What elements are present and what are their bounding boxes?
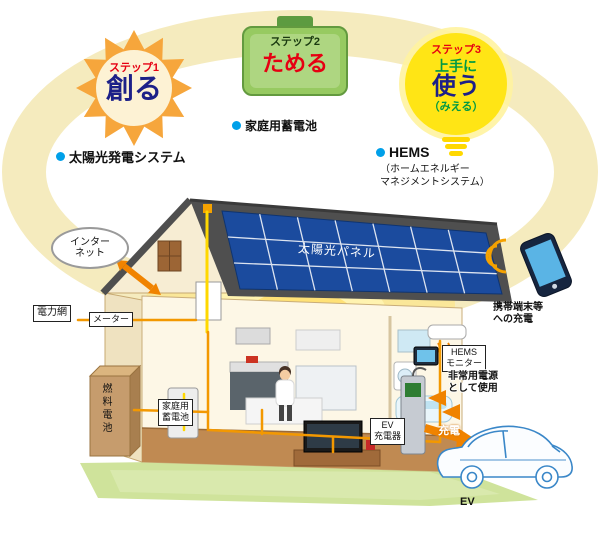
step1-starburst-icon <box>76 30 192 146</box>
hems-monitor-device <box>413 346 439 366</box>
fuel-cell-label: 燃料電池 <box>100 383 111 435</box>
step3-line2: 使う <box>432 73 480 100</box>
grass <box>80 460 538 506</box>
car-sketch <box>436 425 573 489</box>
power-grid-label: 電力網 <box>33 305 71 322</box>
step3-label: ステップ3 <box>430 44 482 56</box>
emergency-arrow-icon <box>428 390 460 420</box>
hems-subtitle: （ホームエネルギー マネジメントシステム） <box>380 164 490 188</box>
step3-line1: 上手に <box>435 58 477 74</box>
step3-lightbulb-icon <box>399 27 513 156</box>
bullet-home-battery: 家庭用蓄電池 <box>232 117 317 134</box>
fuel-cell-box <box>88 364 142 458</box>
internet-arrow-icon <box>116 260 161 295</box>
bullet-hems: HEMS <box>376 144 429 160</box>
signal-waves-icon <box>485 238 507 274</box>
emergency-power-label: 非常用電源 として使用 <box>448 371 498 394</box>
meter-label: メーター <box>89 312 134 328</box>
step1-label: ステップ1 <box>108 62 160 74</box>
person-figure <box>275 366 295 421</box>
step2-title: ためる <box>261 51 328 76</box>
mobile-charging-label: 携帯端末等 への充電 <box>493 302 543 325</box>
step2-label: ステップ2 <box>269 36 321 48</box>
step2-battery-icon <box>242 16 348 96</box>
bullet-icon <box>232 121 241 130</box>
bullet-solar-system: 太陽光発電システム <box>56 147 186 166</box>
junction-box <box>203 204 212 213</box>
bullet-hems-label: HEMS <box>389 144 430 160</box>
home-battery-label: 家庭用 蓄電池 <box>158 399 194 426</box>
bullet-icon <box>56 152 65 161</box>
hems-monitor-label: HEMS モニター <box>442 345 487 372</box>
step1-title: 創る <box>105 73 162 104</box>
bullet-solar-label: 太陽光発電システム <box>69 150 186 165</box>
smartphone-icon <box>485 232 572 298</box>
ev-charger-unit <box>400 367 427 455</box>
solar-panel-graphic <box>221 210 503 295</box>
step3-line3: （みえる） <box>428 101 484 113</box>
bullet-icon <box>376 147 385 157</box>
charge-arrow-icon <box>424 424 478 450</box>
ev-charger-label: EV 充電器 <box>370 418 406 445</box>
charging-label: 充電 <box>438 425 460 437</box>
internet-label: インター ネット <box>51 227 129 269</box>
ev-label: EV <box>460 496 475 508</box>
bullet-battery-label: 家庭用蓄電池 <box>245 119 318 133</box>
